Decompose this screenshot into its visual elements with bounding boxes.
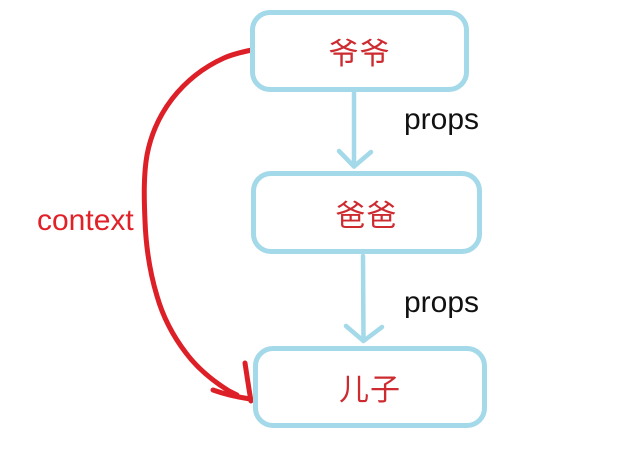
props-arrow-bottom xyxy=(343,253,385,344)
arrow-right-icon xyxy=(242,360,254,404)
arrow-right-icon xyxy=(210,387,253,402)
arrow-down-icon xyxy=(343,323,385,344)
node-son-label: 儿子 xyxy=(339,374,401,407)
node-grandfather: 爷爷 xyxy=(250,10,469,92)
node-father: 爸爸 xyxy=(251,171,482,254)
context-curve xyxy=(141,47,255,398)
props-label-bottom: props xyxy=(404,286,480,319)
props-arrow-top xyxy=(336,90,374,169)
props-label-top: props xyxy=(404,103,480,136)
context-curve-arrow xyxy=(141,47,255,404)
context-label: context xyxy=(37,204,134,237)
node-son: 儿子 xyxy=(253,346,487,428)
node-grandfather-label: 爷爷 xyxy=(328,38,391,71)
node-father-label: 爸爸 xyxy=(335,199,398,233)
arrow-down-icon xyxy=(336,148,374,169)
props-arrow-bottom-shaft xyxy=(360,253,366,343)
